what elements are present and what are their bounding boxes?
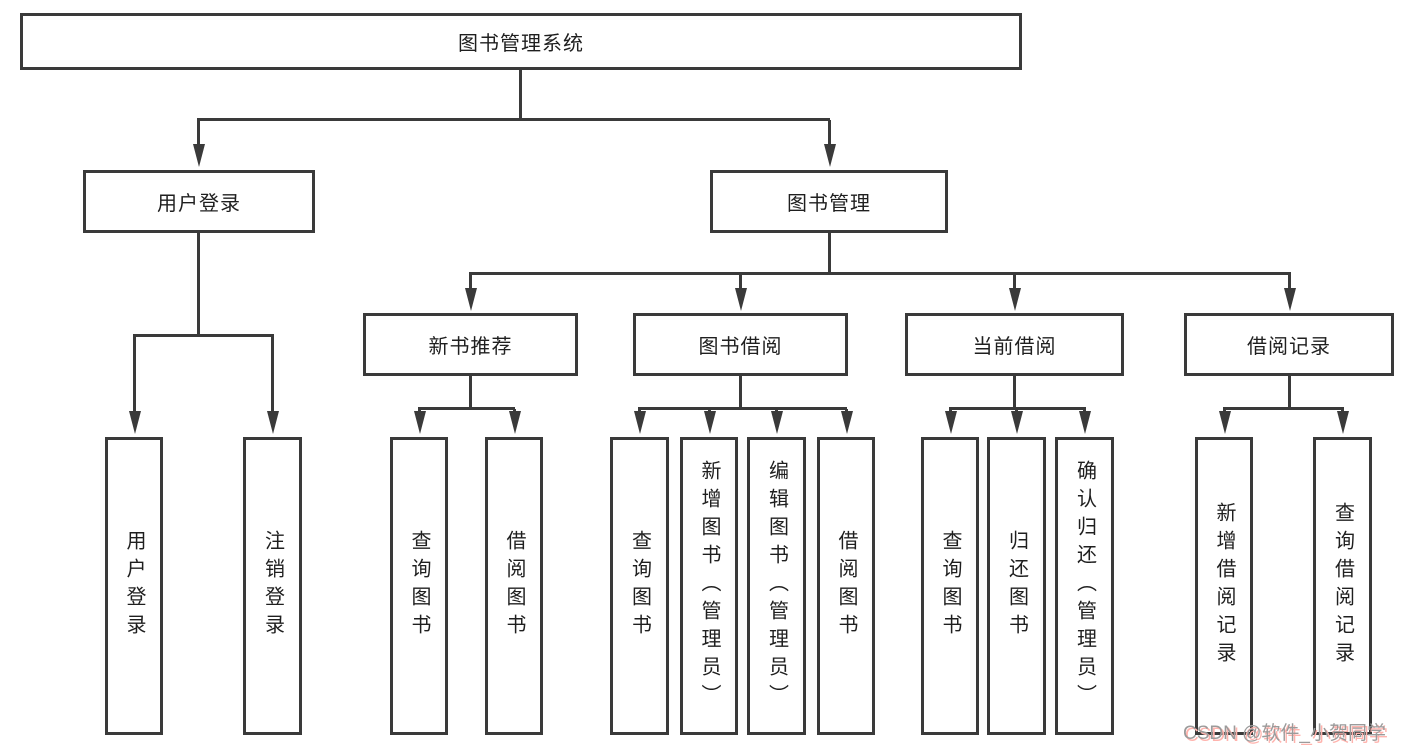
arrow-down-icon [828, 120, 831, 144]
leaf-borrow-book-2: 借阅图书 [817, 437, 875, 735]
leaf-confirm-return-admin: 确认归还（管理员） [1055, 437, 1114, 735]
arrow-down-icon [1015, 409, 1018, 411]
connector-userlogin-rail [133, 334, 274, 337]
connector-root-stem [519, 70, 522, 121]
leaf-label: 确认归还（管理员） [1073, 460, 1096, 712]
csdn-watermark: CSDN @软件_小贺同学 [1183, 723, 1386, 744]
node-user-login: 用户登录 [83, 170, 315, 233]
leaf-label: 归还图书 [1005, 530, 1028, 642]
leaf-label: 查询借阅记录 [1331, 502, 1354, 670]
connector-level3-rail [469, 272, 1291, 275]
arrow-down-icon [949, 409, 952, 411]
leaf-label: 查询图书 [939, 530, 961, 642]
arrow-down-icon [197, 120, 200, 144]
node-current-borrow: 当前借阅 [905, 313, 1124, 376]
node-book-management: 图书管理 [710, 170, 948, 233]
leaf-query-borrow-record: 查询借阅记录 [1313, 437, 1372, 735]
arrow-down-icon [1083, 409, 1086, 411]
leaf-add-book-admin: 新增图书（管理员） [680, 437, 738, 735]
leaf-label: 注销登录 [261, 530, 284, 642]
leaf-label: 借阅图书 [835, 530, 857, 642]
node-root-system: 图书管理系统 [20, 13, 1022, 70]
arrow-down-icon [1223, 409, 1226, 411]
arrow-down-icon [1341, 409, 1344, 411]
arrow-down-icon [775, 409, 778, 411]
leaf-user-login: 用户登录 [105, 437, 163, 735]
arrow-down-icon [1288, 274, 1291, 288]
leaf-borrow-book-1: 借阅图书 [485, 437, 543, 735]
connector-currentborrow-stem [1013, 376, 1016, 410]
node-book-borrow: 图书借阅 [633, 313, 848, 376]
arrow-down-icon [418, 409, 421, 411]
leaf-query-book-3: 查询图书 [921, 437, 979, 735]
leaf-label: 新增图书（管理员） [698, 460, 720, 712]
leaf-label: 新增借阅记录 [1213, 502, 1235, 670]
leaf-query-book-2: 查询图书 [610, 437, 669, 735]
leaf-label: 编辑图书（管理员） [765, 460, 788, 712]
node-borrow-records: 借阅记录 [1184, 313, 1394, 376]
node-new-book-recommend: 新书推荐 [363, 313, 578, 376]
arrow-down-icon [1013, 274, 1016, 288]
connector-bookmgmt-stem [828, 233, 831, 275]
arrow-down-icon [708, 409, 711, 411]
arrow-down-icon [513, 409, 516, 411]
leaf-return-book: 归还图书 [987, 437, 1046, 735]
arrow-down-icon [739, 274, 742, 288]
connector-borrowrecord-rail [1223, 407, 1344, 410]
leaf-query-book-1: 查询图书 [390, 437, 448, 735]
leaf-logout: 注销登录 [243, 437, 302, 735]
connector-bookborrow-rail [638, 407, 847, 410]
connector-userlogin-stem [197, 233, 200, 337]
leaf-label: 借阅图书 [503, 530, 525, 642]
arrow-down-icon [845, 409, 848, 411]
connector-level2-rail [197, 118, 830, 121]
leaf-edit-book-admin: 编辑图书（管理员） [747, 437, 806, 735]
connector-newbook-stem [469, 376, 472, 410]
arrow-down-icon [271, 336, 274, 411]
connector-newbook-rail [418, 407, 515, 410]
leaf-label: 查询图书 [628, 530, 651, 642]
arrow-down-icon [638, 409, 641, 411]
leaf-label: 查询图书 [408, 530, 430, 642]
connector-bookborrow-stem [739, 376, 742, 410]
connector-borrowrecord-stem [1288, 376, 1291, 410]
leaf-label: 用户登录 [123, 530, 145, 642]
arrow-down-icon [133, 336, 136, 411]
arrow-down-icon [469, 274, 472, 288]
leaf-add-borrow-record: 新增借阅记录 [1195, 437, 1253, 735]
